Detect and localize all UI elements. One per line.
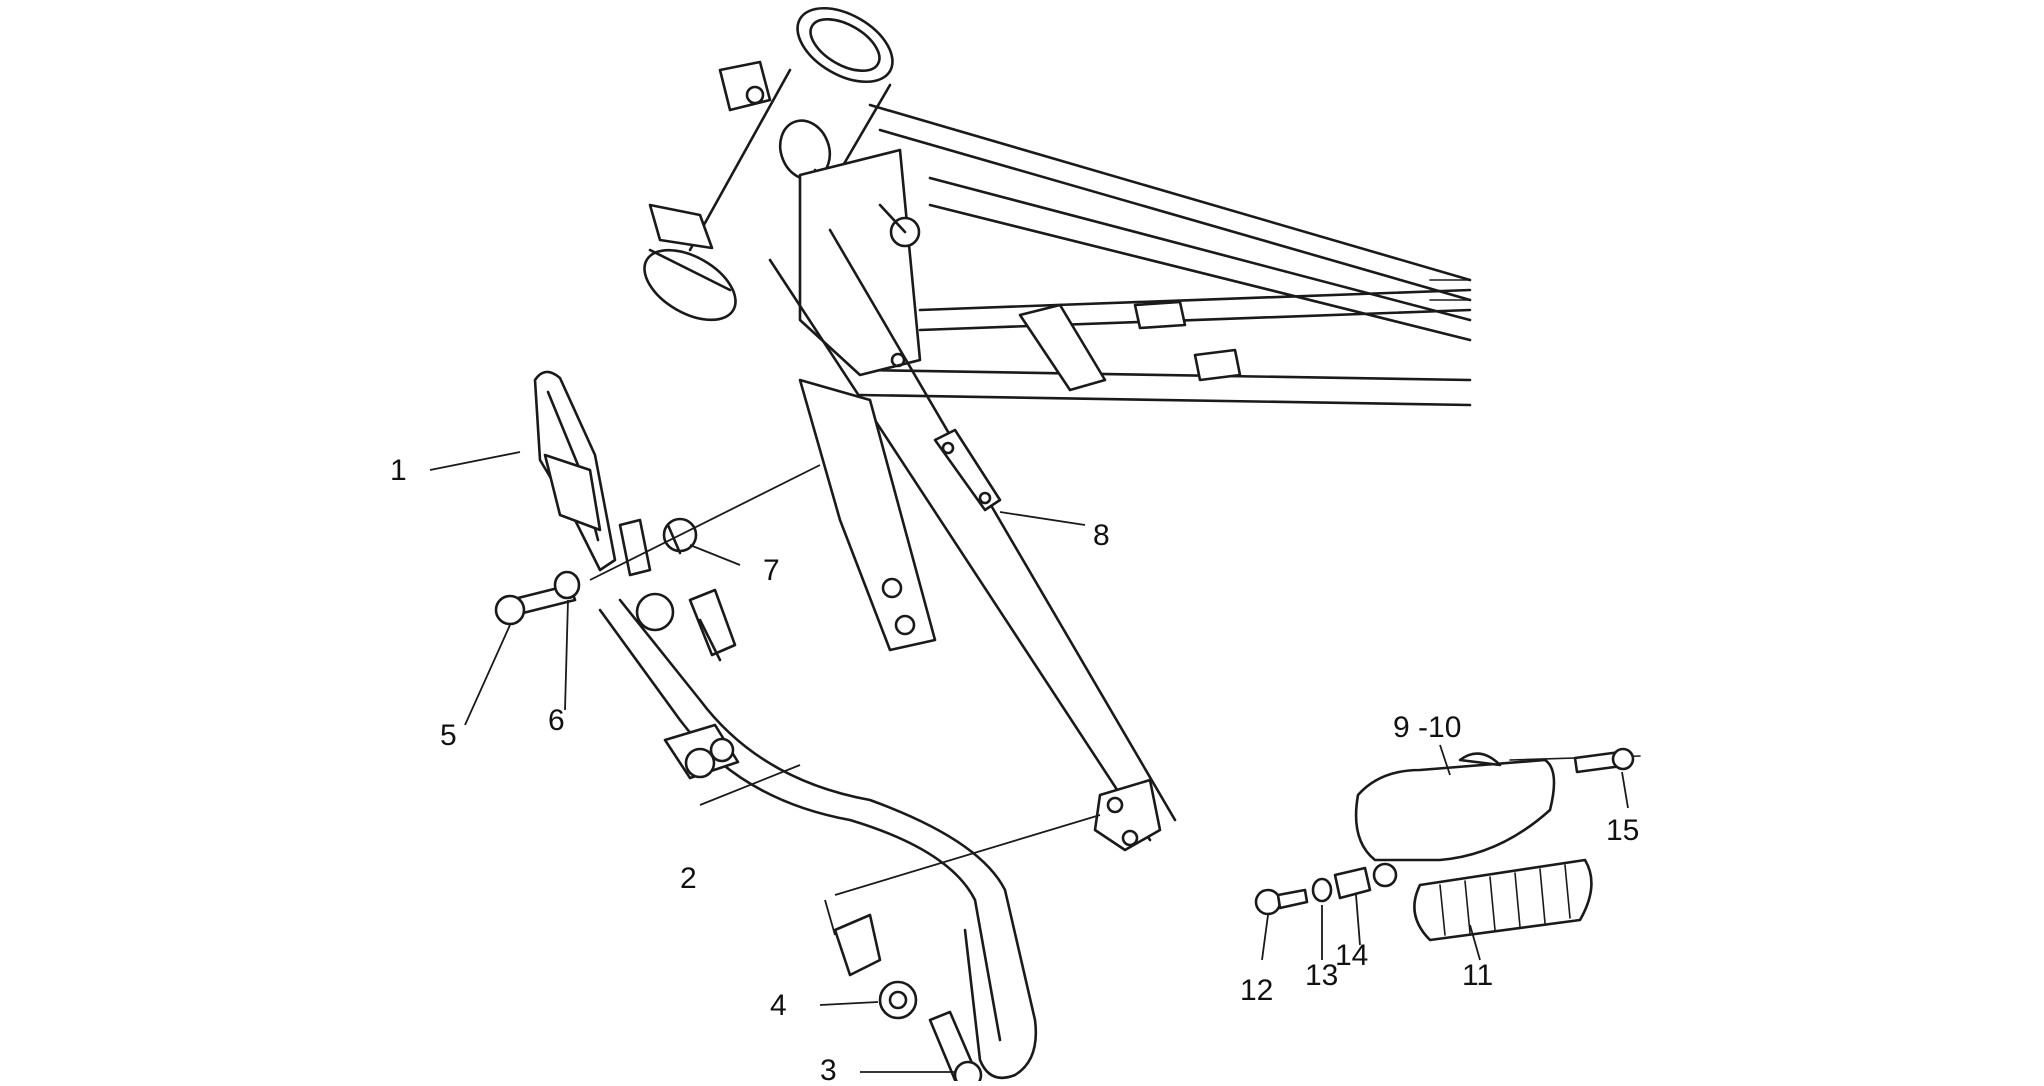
assembly-lines — [589, 464, 1101, 936]
part-13-washer — [1311, 877, 1333, 903]
part-15-bolt — [1573, 747, 1635, 774]
part-8-plate — [933, 428, 1002, 512]
callout-15: 15 — [1606, 814, 1639, 847]
down-tube — [768, 228, 1177, 852]
frame-side-plate — [798, 378, 937, 652]
part-6-washer — [553, 570, 581, 600]
part-12-bolt — [1254, 888, 1309, 916]
upper-frame-tubes — [798, 103, 1472, 407]
steering-head-tube — [643, 6, 894, 322]
callout-3: 3 — [820, 1054, 837, 1081]
callout-1: 1 — [390, 454, 407, 487]
callout-4: 4 — [770, 989, 787, 1022]
callout-13: 13 — [1305, 959, 1338, 992]
callout-leaders — [429, 451, 1629, 1073]
callout-12: 12 — [1240, 974, 1273, 1007]
callout-14: 14 — [1335, 939, 1368, 972]
part-14-spacer — [1333, 862, 1398, 900]
callout-11: 11 — [1462, 959, 1493, 992]
callout-7: 7 — [763, 554, 780, 587]
part-3-bolt — [928, 1010, 983, 1086]
part-4-washer — [833, 913, 918, 1020]
callout-2: 2 — [680, 862, 697, 895]
callout-9-10: 9 -10 — [1393, 711, 1461, 744]
part-2-crash-bar — [598, 588, 1038, 1080]
callout-8: 8 — [1093, 519, 1110, 552]
callout-labels: 1 2 3 4 5 6 7 8 9 -10 11 12 13 14 15 — [390, 454, 1639, 1086]
callout-5: 5 — [440, 719, 457, 752]
frame-assembly — [643, 6, 1472, 852]
part-1-front-bracket — [533, 370, 675, 632]
part-11-rubber-pad — [1413, 858, 1593, 942]
callout-6: 6 — [548, 704, 565, 737]
